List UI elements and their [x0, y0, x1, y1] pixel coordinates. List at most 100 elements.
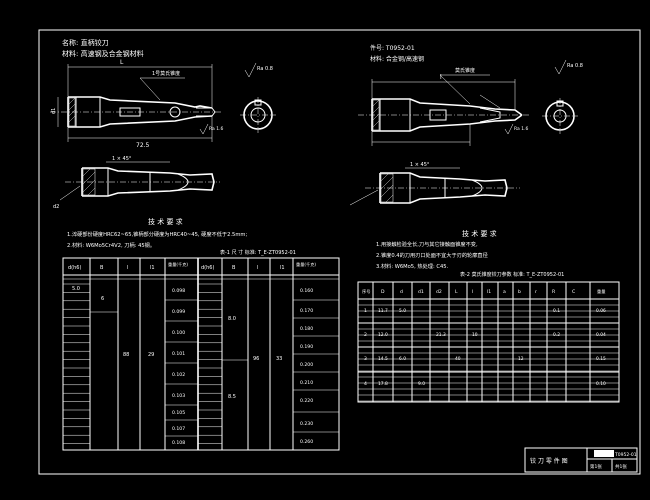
left-dim-d1: d1: [51, 108, 57, 114]
left-req-line-1: 1.淬硬部份硬度HRC62~65,锥柄部分硬度为HRC40~45, 硬度不低于2…: [67, 230, 247, 238]
rt-h6: L: [455, 289, 458, 295]
lt-h1: d(h6): [68, 265, 81, 271]
lt-d-a: 5.0: [72, 286, 80, 292]
rt-d-a: 5.0: [399, 308, 406, 314]
lt-h5: 重量(千克): [168, 261, 188, 268]
left-dim-d2: d2: [53, 204, 59, 210]
lt-w17: 0.230: [300, 421, 313, 427]
right-roughness: Ra 0.8: [567, 63, 583, 69]
lt-w6: 0.103: [172, 393, 185, 399]
lt-w16: 0.220: [300, 398, 313, 404]
right-req-title: 技 术 要 求: [462, 229, 497, 238]
rt-h4: d1: [418, 289, 424, 295]
lt-w14: 0.200: [300, 362, 313, 368]
right-part-end-view: [542, 98, 578, 134]
lt-h7: B: [232, 265, 236, 271]
lt-b-b: 8.0: [228, 316, 236, 322]
lt-w5: 0.102: [172, 372, 185, 378]
title-block: 铰 刀 零 件 图 T0952-01 第1张 共1张: [524, 447, 638, 473]
right-req-line-3: 3.材料: W6Mo5, 热处理: C45.: [376, 262, 449, 270]
rt-h11: r: [535, 289, 537, 295]
left-roughness: Ra 0.8: [257, 66, 273, 72]
rt-w2: 0.04: [596, 332, 606, 338]
lt-h9: l1: [280, 265, 285, 271]
lt-w15: 0.210: [300, 380, 313, 386]
left-table-caption: 表-1 尺 寸 标准: T_E-ZT0952-01: [220, 249, 296, 256]
lt-w1: 0.098: [172, 288, 185, 294]
rt-n3: 3: [364, 356, 367, 362]
rt-R-a: 0.1: [553, 308, 560, 314]
rt-n4: 4: [364, 381, 367, 387]
lt-l-a: 88: [123, 352, 129, 358]
right-req-line-2: 2.锥度0.4的刀用刃口处面不宜大于刃的轮廓直径: [376, 251, 488, 259]
rt-h2: D: [381, 289, 385, 295]
rt-w4: 0.10: [596, 381, 606, 387]
rt-h13: C: [572, 289, 575, 295]
rt-n1: 1: [364, 308, 367, 314]
rt-d-b: 6.0: [399, 356, 406, 362]
rt-D4: 17.8: [378, 381, 388, 387]
left-label-taper: 1号莫氏锥度: [152, 70, 180, 77]
rt-w3: 0.15: [596, 356, 606, 362]
rt-d2-a: 21.3: [436, 332, 446, 338]
lt-l1-a: 29: [148, 352, 154, 358]
lt-h4: l1: [150, 265, 155, 271]
title-block-sheet: 第1张: [590, 463, 602, 470]
left-roughness2: Ra 1.6: [209, 126, 224, 132]
left-chamfer: 1 × 45°: [112, 156, 132, 162]
right-header-material: 材料: 合金钢/高速钢: [370, 55, 424, 63]
lt-w13: 0.190: [300, 344, 313, 350]
sheet-border: [38, 29, 641, 475]
lt-w7: 0.105: [172, 410, 185, 416]
rt-D2: 12.0: [378, 332, 388, 338]
right-header-code: 件号: T0952-01: [370, 44, 415, 52]
left-req-title: 技 术 要 求: [148, 217, 183, 226]
lt-h10: 重量(千克): [296, 261, 316, 268]
lt-w11: 0.170: [300, 308, 313, 314]
rt-D3: 14.5: [378, 356, 388, 362]
right-table-caption: 表-2 莫氏锥度铰刀参数 标准: T_E-ZT0952-01: [460, 271, 564, 278]
rt-l-a: 10: [472, 332, 478, 338]
rt-h8: l1: [487, 289, 491, 295]
right-label-taper: 莫氏锥度: [455, 67, 475, 74]
left-part-side-view: 1 × 45° d2: [53, 156, 220, 210]
right-req-line-1: 1.用接触检验全长,刀与其它接触面锥度不变,: [376, 240, 478, 248]
right-chamfer: 1 × 45°: [410, 162, 430, 168]
right-dim-l: l: [440, 74, 442, 81]
title-block-code: T0952-01: [614, 452, 637, 458]
left-req-line-2: 2.材料: W6Mo5Cr4V2, 刀柄: 45钢。: [67, 241, 155, 249]
lt-w2: 0.099: [172, 309, 185, 315]
rt-h1: 序号: [362, 288, 370, 295]
lt-w9: 0.108: [172, 440, 185, 446]
right-part-side-view: 1 × 45°: [349, 162, 520, 206]
lt-h2: B: [100, 265, 104, 271]
left-header-line1: 名称: 直柄铰刀: [62, 38, 109, 47]
lt-h8: l: [257, 265, 258, 271]
left-part-end-view: [240, 97, 276, 133]
rt-L-a: 40: [455, 356, 461, 362]
lt-w10: 0.160: [300, 288, 313, 294]
lt-l1-b: 33: [276, 356, 282, 362]
rt-n2: 2: [364, 332, 367, 338]
rt-h7: l: [472, 289, 473, 295]
lt-b-c: 8.5: [228, 394, 236, 400]
rt-h12: R: [552, 289, 556, 295]
lt-b-a: 6: [101, 296, 104, 302]
right-roughness2: Ra 1.6: [514, 126, 529, 132]
rt-D1: 11.7: [378, 308, 388, 314]
rt-d1-a: 9.0: [418, 381, 425, 387]
rt-h10: b: [518, 289, 521, 295]
rt-R-b: 0.2: [553, 332, 560, 338]
rt-h5: d2: [436, 289, 442, 295]
lt-w12: 0.180: [300, 326, 313, 332]
right-table: 序号 D d d1 d2 L l l1 a b r R C 重量 1 2 3 4…: [357, 281, 620, 403]
rt-h14: 重量: [597, 288, 605, 295]
lt-w4: 0.101: [172, 351, 185, 357]
left-header-line2: 材料: 高速钢及合金钢材料: [62, 49, 144, 58]
rt-h3: d: [400, 289, 403, 295]
left-dim-l: L: [120, 59, 124, 66]
title-block-total: 共1张: [615, 463, 627, 470]
lt-w3: 0.100: [172, 330, 185, 336]
